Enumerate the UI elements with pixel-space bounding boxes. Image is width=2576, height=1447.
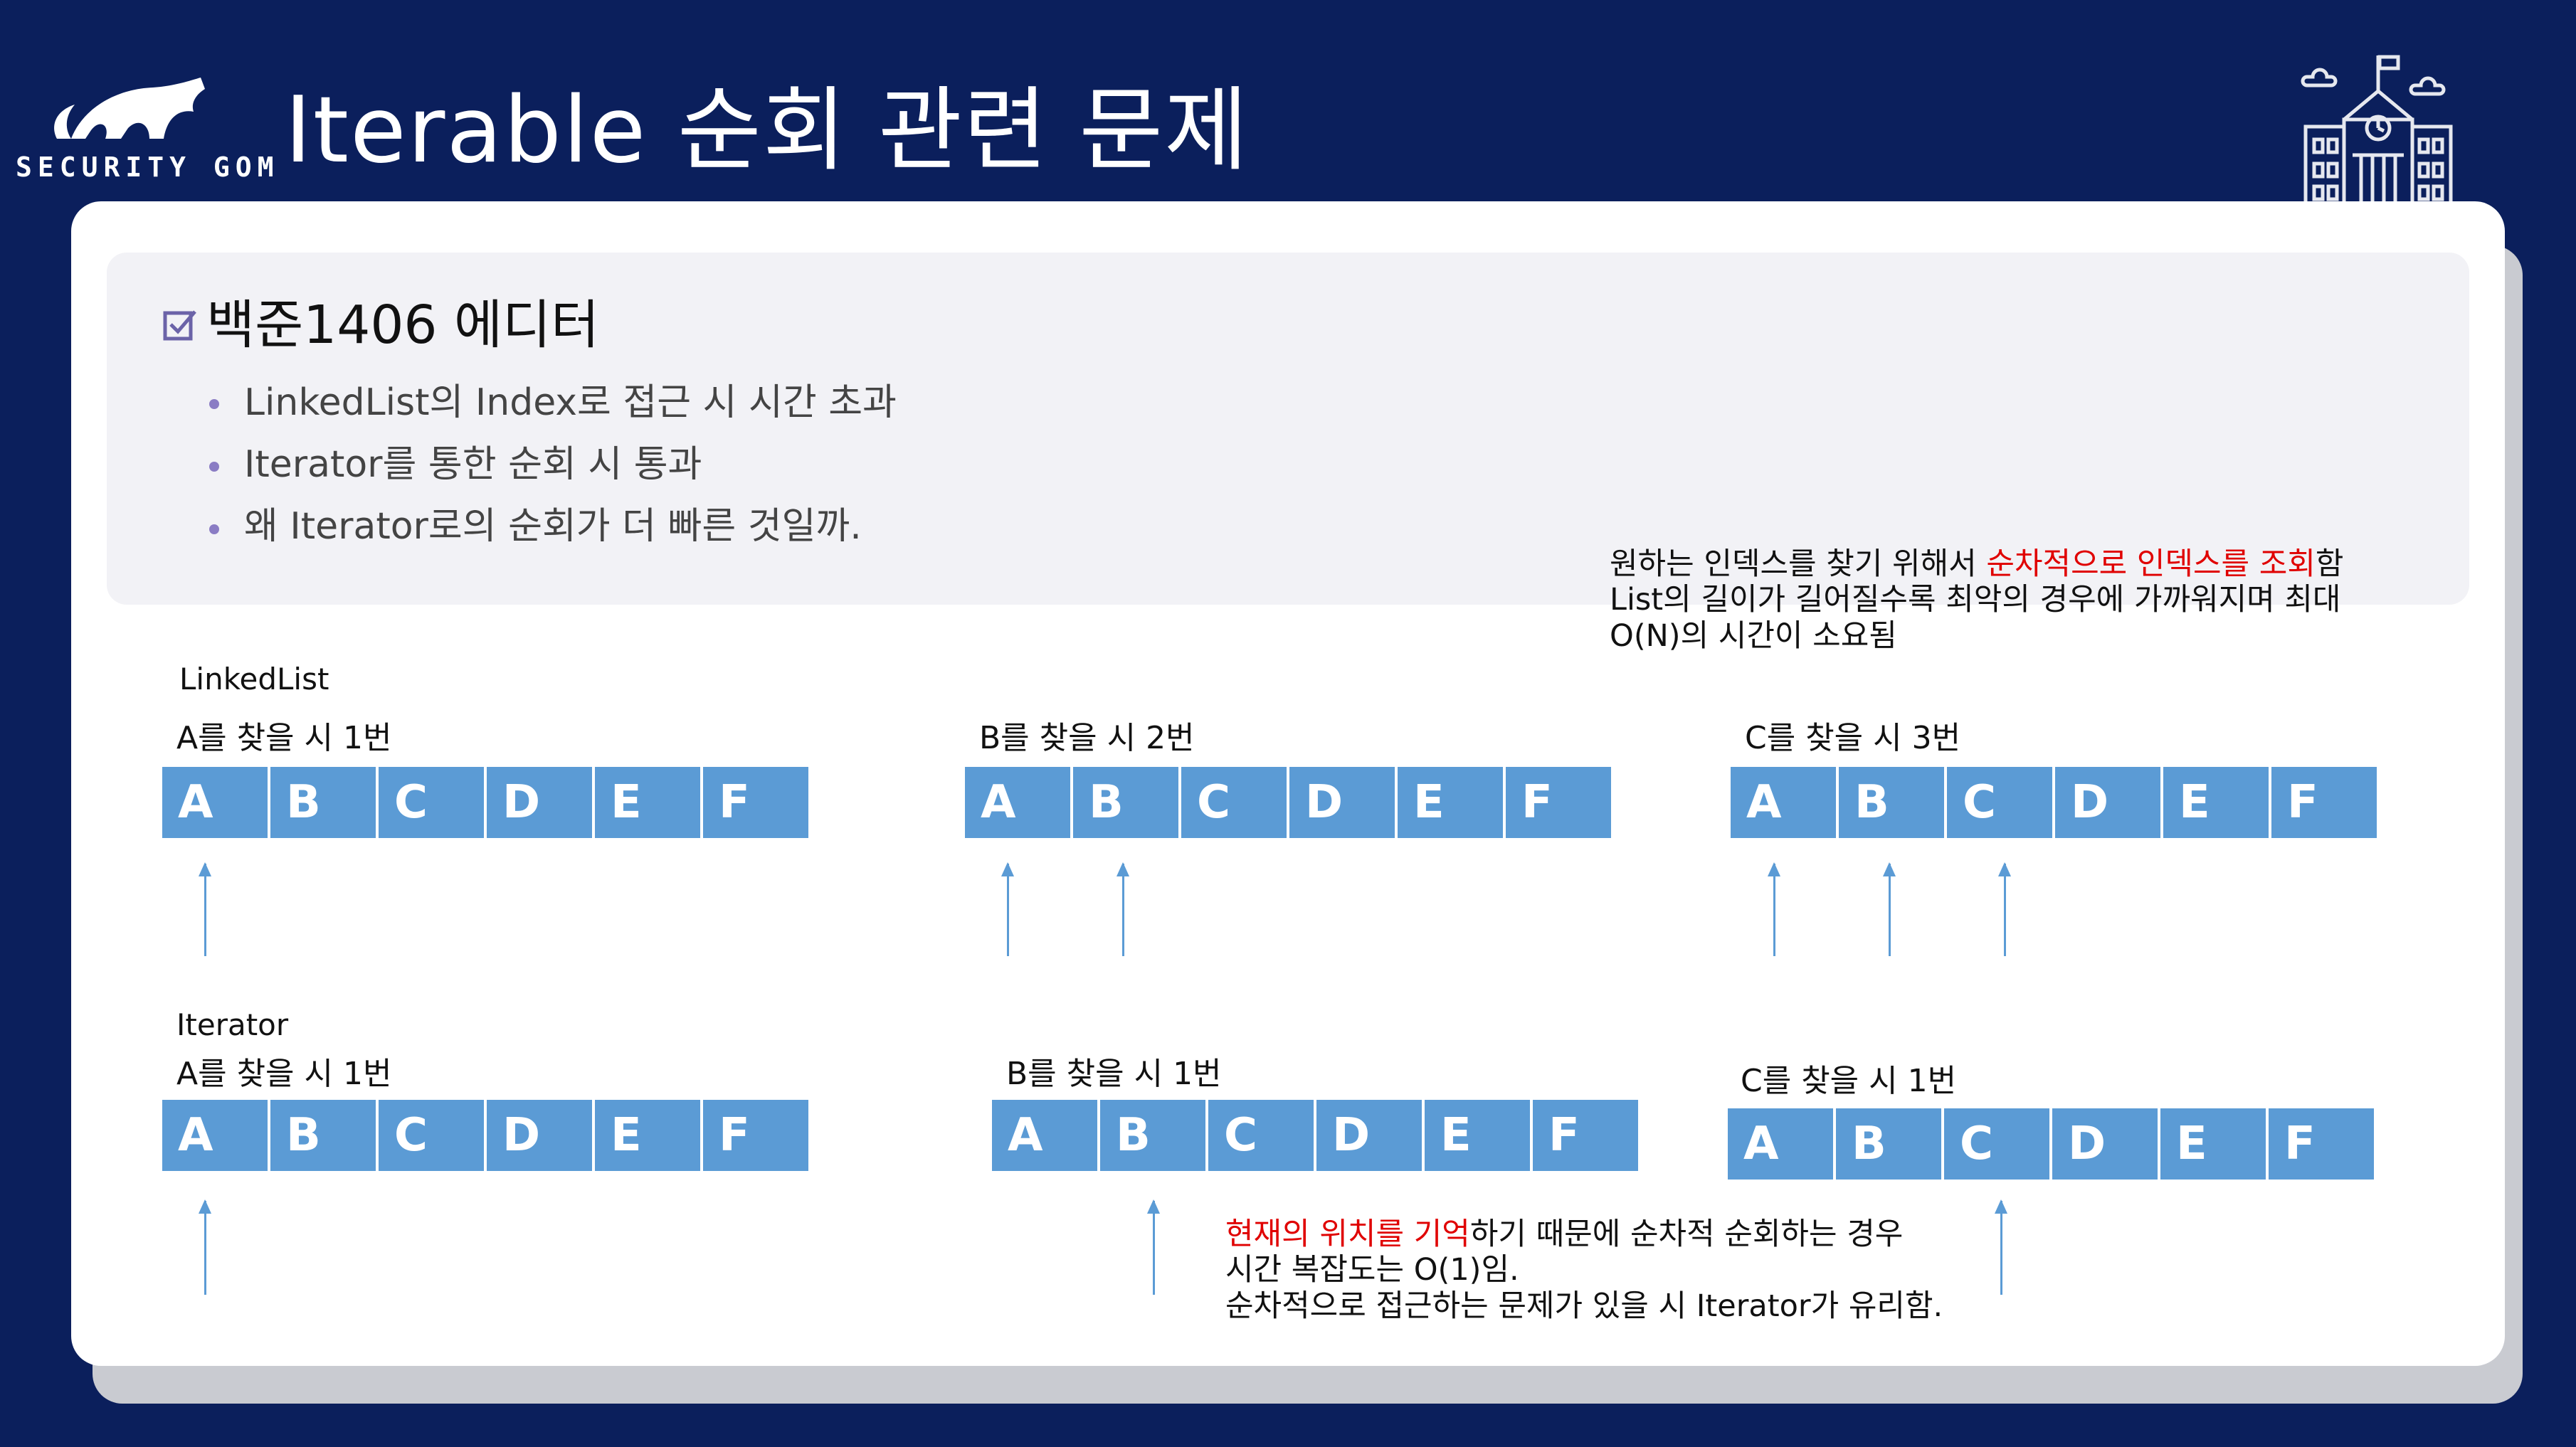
up-arrow-icon: [199, 862, 211, 956]
linkedlist-label: LinkedList: [179, 662, 329, 696]
list-cell: D: [2055, 767, 2160, 838]
iterator-caption-c: C를 찾을 시 1번: [1741, 1063, 1957, 1099]
iterator-label: Iterator: [176, 1007, 289, 1042]
note-top-line3: O(N)의 시간이 소요됨: [1610, 618, 1897, 654]
up-arrow-icon: [1147, 1199, 1160, 1295]
list-cell: F: [703, 1100, 808, 1171]
list-cell: F: [2269, 1108, 2374, 1180]
list-cell: B: [1836, 1108, 1941, 1180]
iterator-caption-b: B를 찾을 시 1번: [1006, 1056, 1222, 1092]
up-arrow-icon: [1768, 862, 1780, 956]
bullet-item: LinkedList의 Index로 접근 시 시간 초과: [244, 381, 897, 424]
list-cell: C: [1208, 1100, 1314, 1171]
bullet-dot: [209, 399, 219, 409]
note-text: 원하는 인덱스를 찾기 위해서: [1610, 546, 1987, 582]
list-cell: D: [487, 767, 592, 838]
list-cell: B: [1073, 767, 1178, 838]
list-cell: B: [270, 1100, 376, 1171]
list-cell: B: [1839, 767, 1944, 838]
bullet-item: Iterator를 통한 순회 시 통과: [244, 443, 702, 486]
list-cell: D: [1316, 1100, 1422, 1171]
list-cell: D: [487, 1100, 592, 1171]
list-cell: E: [1398, 767, 1503, 838]
up-arrow-icon: [199, 1199, 211, 1295]
up-arrow-icon: [1117, 862, 1129, 956]
panel-heading: 백준1406 에디터: [206, 295, 600, 356]
linkedlist-caption-b: B를 찾을 시 2번: [979, 720, 1195, 756]
note-bottom-line3: 순차적으로 접근하는 문제가 있을 시 Iterator가 유리함.: [1225, 1288, 1943, 1324]
note-text: 하기 때문에 순차적 순회하는 경우: [1469, 1217, 1904, 1252]
list-cell: A: [162, 767, 268, 838]
up-arrow-icon: [1995, 1199, 2007, 1295]
school-building-icon: [2297, 55, 2459, 208]
up-arrow-icon: [1883, 862, 1896, 956]
list-cell: C: [379, 1100, 484, 1171]
list-cell: F: [1533, 1100, 1638, 1171]
checkbox-icon: [163, 310, 196, 341]
note-bottom: 현재의 위치를 기억하기 때문에 순차적 순회하는 경우 시간 복잡도는 O(1…: [1225, 1217, 1943, 1324]
note-highlight: 순차적으로 인덱스를 조회: [1986, 546, 2316, 582]
up-arrow-icon: [1001, 862, 1014, 956]
note-highlight: 현재의 위치를 기억: [1225, 1217, 1470, 1252]
list-cell: E: [595, 1100, 700, 1171]
note-top: 원하는 인덱스를 찾기 위해서 순차적으로 인덱스를 조회함 List의 길이가…: [1610, 546, 2343, 654]
list-cell: A: [1728, 1108, 1833, 1180]
brand-name: SECURITY GOM: [16, 152, 280, 183]
summary-panel: [107, 253, 2469, 605]
list-cell: B: [1100, 1100, 1205, 1171]
up-arrow-icon: [1998, 862, 2011, 956]
list-cell: F: [1506, 767, 1611, 838]
note-bottom-line2: 시간 복잡도는 O(1)임.: [1225, 1252, 1519, 1288]
list-cell: A: [965, 767, 1070, 838]
list-cell: A: [162, 1100, 268, 1171]
list-cell: F: [703, 767, 808, 838]
list-cell: E: [2163, 767, 2269, 838]
note-bottom-line1: 현재의 위치를 기억하기 때문에 순차적 순회하는 경우: [1225, 1217, 1943, 1252]
bullet-item: 왜 Iterator로의 순회가 더 빠른 것일까.: [244, 505, 862, 548]
iterator-caption-a: A를 찾을 시 1번: [176, 1056, 392, 1092]
list-cell: D: [1289, 767, 1395, 838]
note-top-line2: List의 길이가 길어질수록 최악의 경우에 가까워지며 최대: [1610, 582, 2341, 618]
list-cell: D: [2052, 1108, 2158, 1180]
note-top-line1: 원하는 인덱스를 찾기 위해서 순차적으로 인덱스를 조회함: [1610, 546, 2343, 582]
list-cell: B: [270, 767, 376, 838]
list-cell: E: [1425, 1100, 1530, 1171]
bullet-dot: [209, 462, 219, 472]
list-cell: A: [1731, 767, 1836, 838]
page-title: Iterable 순회 관련 문제: [285, 78, 1250, 184]
security-gom-bear-logo-icon: [54, 78, 205, 139]
linkedlist-caption-c: C를 찾을 시 3번: [1745, 720, 1961, 756]
list-cell: C: [1944, 1108, 2049, 1180]
list-cell: A: [992, 1100, 1097, 1171]
note-text: 함: [2315, 546, 2344, 582]
linkedlist-caption-a: A를 찾을 시 1번: [176, 720, 392, 756]
bullet-dot: [209, 524, 219, 534]
list-cell: C: [379, 767, 484, 838]
list-cell: C: [1947, 767, 2052, 838]
list-cell: E: [2160, 1108, 2266, 1180]
list-cell: E: [595, 767, 700, 838]
list-cell: F: [2271, 767, 2377, 838]
list-cell: C: [1181, 767, 1287, 838]
